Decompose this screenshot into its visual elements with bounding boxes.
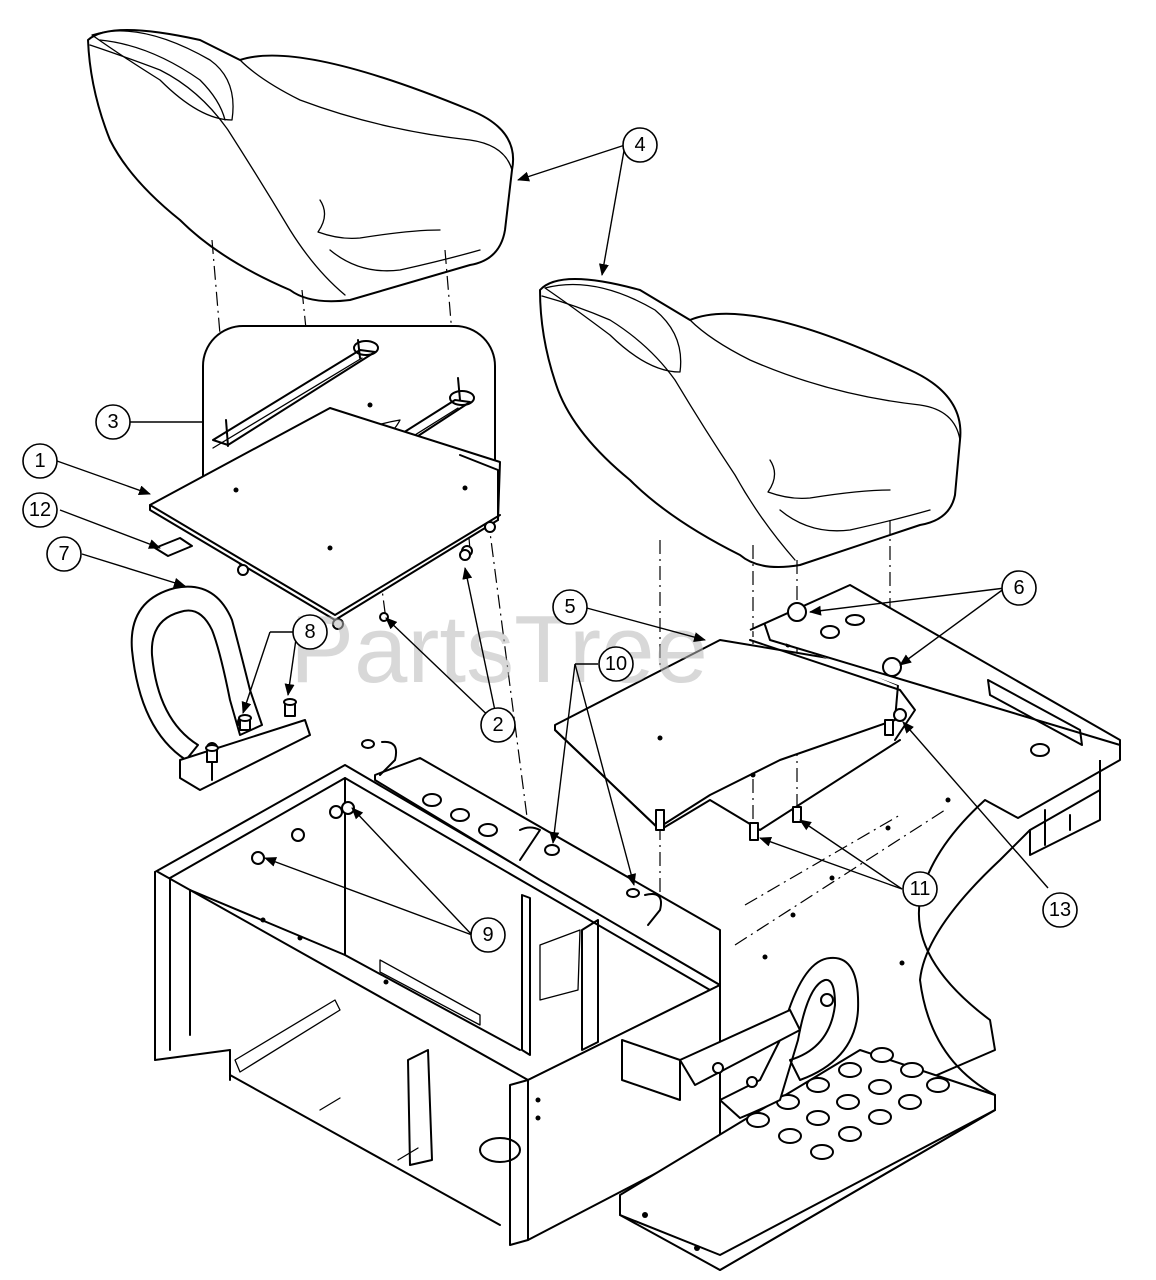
callout-3: 3 bbox=[95, 404, 131, 440]
svg-text:4: 4 bbox=[634, 134, 645, 156]
left-seat-pan bbox=[149, 402, 501, 630]
callout-2: 2 bbox=[480, 707, 516, 743]
main-frame bbox=[154, 757, 721, 1246]
right-seat-pan bbox=[554, 639, 916, 831]
svg-text:7: 7 bbox=[58, 543, 69, 565]
callout-13: 13 bbox=[1042, 892, 1078, 928]
left-grab-handle bbox=[130, 585, 311, 791]
callout-5: 5 bbox=[552, 589, 588, 625]
callout-12: 12 bbox=[22, 492, 58, 528]
svg-text:10: 10 bbox=[605, 653, 627, 675]
callout-4: 4 bbox=[622, 127, 658, 163]
svg-text:6: 6 bbox=[1013, 577, 1024, 599]
callout-8: 8 bbox=[292, 614, 328, 650]
svg-text:3: 3 bbox=[107, 411, 118, 433]
right-grab-handle bbox=[621, 956, 860, 1119]
svg-text:8: 8 bbox=[304, 621, 315, 643]
svg-text:1: 1 bbox=[34, 450, 45, 472]
spacer-12 bbox=[154, 537, 193, 557]
svg-text:9: 9 bbox=[482, 924, 493, 946]
callout-11: 11 bbox=[902, 871, 938, 907]
callout-9: 9 bbox=[470, 917, 506, 953]
svg-text:2: 2 bbox=[492, 714, 503, 736]
callout-6: 6 bbox=[1001, 570, 1037, 606]
svg-text:5: 5 bbox=[564, 596, 575, 618]
svg-text:11: 11 bbox=[910, 878, 931, 900]
footrest-plate bbox=[619, 1047, 996, 1271]
callout-10: 10 bbox=[598, 646, 634, 682]
callout-1: 1 bbox=[22, 443, 58, 479]
right-seat bbox=[539, 278, 962, 568]
svg-text:13: 13 bbox=[1049, 899, 1071, 921]
watermark-text: PartsTree bbox=[290, 596, 708, 703]
leader-lines bbox=[56, 144, 1049, 936]
left-seat bbox=[87, 29, 515, 303]
callout-7: 7 bbox=[46, 536, 82, 572]
svg-text:12: 12 bbox=[29, 499, 51, 521]
